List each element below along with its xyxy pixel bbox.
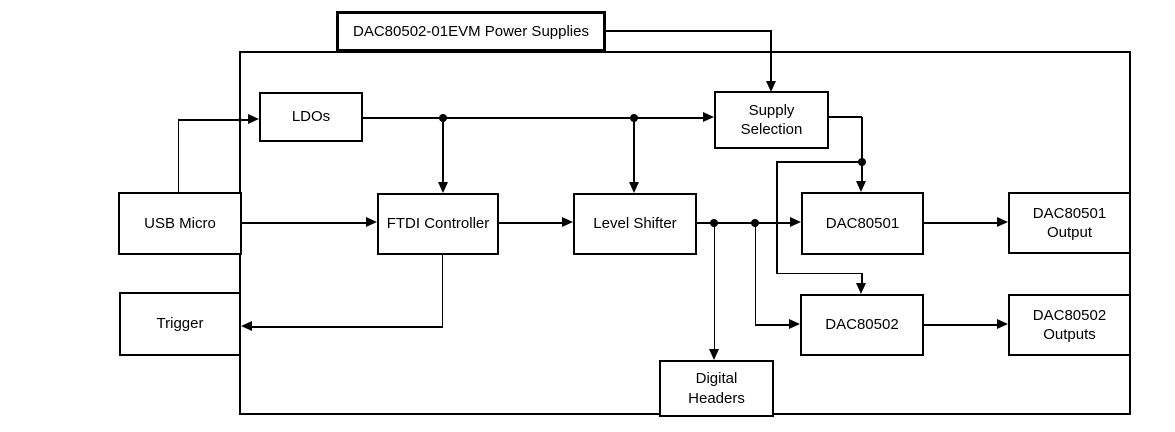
arrow-down-icon — [856, 283, 866, 294]
arrow-right-icon — [997, 319, 1008, 329]
arrow-right-icon — [562, 217, 573, 227]
connector-usb-ldos-v — [177, 119, 179, 193]
connector-powersupplies-h — [605, 30, 772, 32]
node-trigger: Trigger — [119, 292, 241, 356]
connector-powersupplies-v — [770, 31, 772, 82]
arrow-right-icon — [366, 217, 377, 227]
arrow-down-icon — [766, 81, 776, 92]
connector-dac80502-signal-h — [755, 324, 791, 326]
connector-ldo-bus-h — [362, 117, 704, 119]
node-dac80501: DAC80501 — [801, 192, 924, 255]
connector-supply-dac80502-h2 — [776, 272, 863, 274]
connector-ldo-ftdi-v — [442, 118, 444, 184]
arrow-down-icon — [709, 349, 719, 360]
node-digital-headers: Digital Headers — [659, 360, 774, 417]
arrow-right-icon — [997, 217, 1008, 227]
arrow-down-icon — [856, 181, 866, 192]
junction-dot — [751, 219, 759, 227]
node-ftdi-controller: FTDI Controller — [377, 193, 499, 255]
connector-supply-dac80502-v1 — [776, 162, 778, 274]
connector-supply-dac80502-v2 — [861, 273, 863, 284]
node-power-supplies: DAC80502-01EVM Power Supplies — [336, 11, 606, 52]
connector-levelshifter-dac80501-h — [696, 222, 791, 224]
node-dac80502-outputs: DAC80502 Outputs — [1008, 294, 1131, 356]
connector-ftdi-trigger-v — [441, 255, 443, 327]
node-dac80502: DAC80502 — [800, 294, 924, 356]
node-usb-micro: USB Micro — [118, 192, 242, 255]
node-level-shifter: Level Shifter — [573, 193, 697, 255]
connector-dac80502-outputs-h — [924, 324, 999, 326]
connector-ftdi-trigger-h — [252, 326, 443, 328]
node-dac80501-output: DAC80501 Output — [1008, 192, 1131, 254]
node-ldos: LDOs — [259, 92, 363, 142]
connector-ftdi-levelshifter-h — [499, 222, 563, 224]
arrow-down-icon — [438, 182, 448, 193]
junction-dot — [439, 114, 447, 122]
arrow-right-icon — [248, 114, 259, 124]
junction-dot — [630, 114, 638, 122]
arrow-right-icon — [703, 112, 714, 122]
connector-supply-branch-h1 — [829, 116, 862, 118]
junction-dot — [710, 219, 718, 227]
connector-supply-dac80502-h1 — [776, 161, 862, 163]
connector-dac80501-output-h — [924, 222, 999, 224]
connector-ldo-levelshifter-v — [633, 118, 635, 184]
connector-usb-ftdi-h — [242, 222, 367, 224]
connector-digitalheaders-v — [713, 223, 715, 350]
junction-dot — [858, 158, 866, 166]
arrow-down-icon — [629, 182, 639, 193]
arrow-right-icon — [790, 217, 801, 227]
arrow-left-icon — [241, 321, 252, 331]
connector-dac80502-signal-v — [754, 223, 756, 325]
connector-usb-ldos-h — [178, 119, 250, 121]
node-supply-selection: Supply Selection — [714, 91, 829, 149]
connector-supply-dac80501-v — [861, 117, 863, 183]
arrow-right-icon — [789, 319, 800, 329]
